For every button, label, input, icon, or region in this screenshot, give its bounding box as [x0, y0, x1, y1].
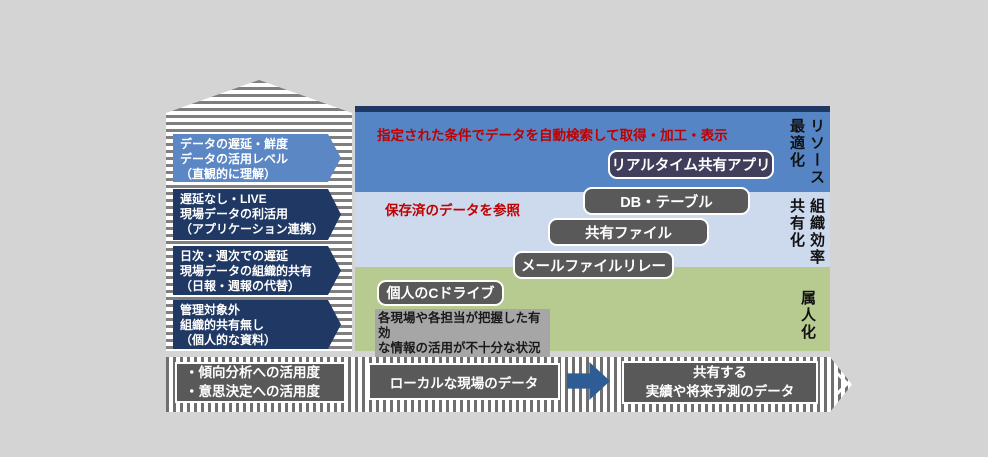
usage-degree-box: ・傾向分析への活用度 ・意思決定への活用度: [175, 362, 346, 403]
note-insufficient-usage: 各現場や各担当が把握した有効 な情報の活用が不十分な状況: [375, 309, 550, 358]
axis-box-line: 組織的共有無し: [180, 318, 265, 332]
axis-box-line: （直観的に理解）: [180, 167, 277, 181]
axis-box-line: 現場データの利活用: [180, 207, 289, 221]
item-realtime-sharing-app: リアルタイム共有アプリ: [608, 150, 774, 179]
axis-box-line: 日次・週次での遅延: [180, 249, 289, 263]
note-line: な情報の活用が不十分な状況: [378, 340, 541, 355]
vlabel-optimization: 最適化: [788, 118, 805, 169]
axis-box-level-live: 遅延なし・LIVE 現場データの利活用 （アプリケーション連携）: [173, 189, 341, 240]
shared-line: 共有する: [693, 365, 747, 381]
usage-line: ・傾向分析への活用度: [185, 364, 320, 380]
annotation-stored-data: 保存済のデータを参照: [385, 203, 520, 218]
axis-box-level-daily: 日次・週次での遅延 現場データの組織的共有 （日報・週報の代替）: [173, 246, 341, 295]
axis-box-line: （個人的な資料）: [180, 333, 277, 347]
usage-line: ・意思決定への活用度: [185, 383, 320, 399]
item-mail-file-relay: メールファイルリレー: [513, 251, 674, 279]
local-site-data-box: ローカルな現場のデータ: [368, 363, 560, 400]
axis-box-line: データの遅延・鮮度: [180, 137, 289, 151]
item-personal-c-drive: 個人のCドライブ: [377, 280, 504, 306]
item-shared-file: 共有ファイル: [548, 218, 709, 246]
axis-box-line: データの活用レベル: [180, 152, 289, 166]
shared-line: 実績や将来予測のデータ: [645, 383, 795, 399]
axis-box-line: 現場データの組織的共有: [180, 264, 313, 278]
vlabel-personalization: 属人化: [799, 290, 816, 341]
axis-box-legend: データの遅延・鮮度 データの活用レベル （直観的に理解）: [173, 134, 341, 182]
shared-forecast-data-box: 共有する 実績や将来予測のデータ: [622, 361, 818, 404]
axis-box-line: （アプリケーション連携）: [180, 222, 324, 236]
axis-box-line: 管理対象外: [180, 303, 241, 317]
note-line: 各現場や各担当が把握した有効: [378, 311, 541, 340]
annotation-auto-search: 指定された条件でデータを自動検索して取得・加工・表示: [377, 128, 728, 143]
vlabel-org-efficiency: 組織効率: [808, 198, 825, 266]
axis-box-line: （日報・週報の代替）: [180, 279, 301, 293]
axis-box-level-unmanaged: 管理対象外 組織的共有無し （個人的な資料）: [173, 300, 341, 349]
axis-box-line: 遅延なし・LIVE: [180, 192, 267, 206]
item-db-table: DB・テーブル: [583, 187, 750, 215]
top-navy-strip: [355, 106, 830, 112]
vlabel-resource: リソース: [808, 118, 825, 186]
vlabel-sharing: 共有化: [788, 198, 805, 249]
local-site-data-label: ローカルな現場のデータ: [389, 375, 539, 391]
